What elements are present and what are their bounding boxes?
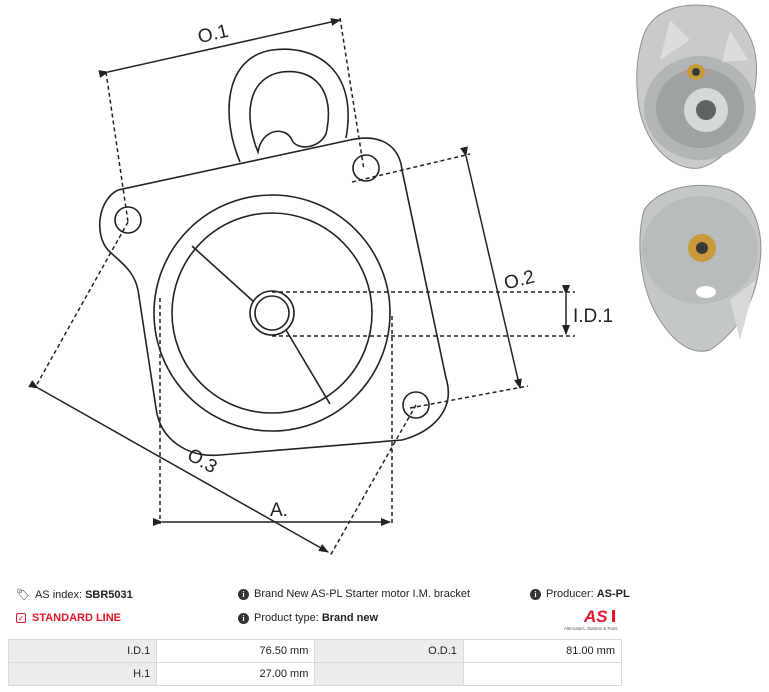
product-photos: [636, 4, 762, 352]
label-od2: O.2: [502, 267, 537, 295]
producer: i Producer: AS-PL: [530, 588, 630, 600]
standard-line: ✓ STANDARD LINE: [16, 612, 121, 624]
tag-icon: 🏷: [16, 589, 30, 601]
outer-ring: [153, 194, 391, 432]
spec-key: [314, 662, 464, 686]
spec-value: 81.00 mm: [462, 639, 623, 663]
label-od1: O.1: [196, 21, 231, 48]
product-type-value: Brand new: [321, 612, 379, 624]
spec-table: I.D.1 76.50 mm O.D.1 81.00 mm H.1 27.00 …: [7, 639, 623, 686]
producer-label: Producer:: [546, 588, 594, 600]
inner-ring: [171, 212, 373, 414]
hole-left: [114, 206, 142, 234]
top-loop-outer: [228, 48, 349, 163]
bore-inner: [254, 295, 290, 331]
as-index: 🏷 AS index: SBR5031: [16, 588, 133, 602]
svg-text:AS: AS: [583, 607, 608, 626]
spec-key: H.1: [7, 662, 158, 686]
product-type: i Product type: Brand new: [238, 612, 378, 624]
checkbox-icon: ✓: [16, 613, 26, 623]
hole-top-right: [352, 154, 380, 182]
label-a: A.: [270, 500, 288, 521]
label-id1: I.D.1: [573, 306, 613, 327]
product-type-label: Product type:: [254, 612, 319, 624]
svg-text:Alternators, Starters & Parts: Alternators, Starters & Parts: [564, 626, 618, 631]
as-index-value: SBR5031: [85, 588, 133, 601]
hole-bottom-right: [402, 391, 430, 419]
info-icon: i: [238, 588, 249, 600]
bore-outer: [249, 290, 295, 336]
table-row: I.D.1 76.50 mm O.D.1 81.00 mm: [7, 639, 623, 663]
as-logo: AS Alternators, Starters & Parts: [564, 607, 618, 631]
product-photo-bottom: [639, 184, 762, 352]
info-icon: i: [238, 612, 249, 624]
top-loop-inner: [249, 70, 330, 155]
description-text: Brand New AS-PL Starter motor I.M. brack…: [254, 588, 471, 600]
as-index-label: AS index:: [34, 588, 83, 601]
spec-key: I.D.1: [7, 639, 158, 663]
product-photo-top: [636, 4, 758, 169]
spec-value: 76.50 mm: [156, 639, 316, 663]
spec-value: 27.00 mm: [156, 662, 316, 686]
table-row: H.1 27.00 mm: [7, 662, 623, 686]
spec-value: [462, 662, 623, 686]
spec-key: O.D.1: [314, 639, 464, 663]
info-icon: i: [530, 588, 541, 600]
dim-od1-line: [98, 18, 341, 78]
standard-line-label: STANDARD LINE: [32, 612, 122, 624]
technical-drawing: O.1 O.2 O.3 I.D.1 A.: [28, 17, 613, 557]
producer-value: AS-PL: [596, 588, 630, 600]
dim-od2-line: [460, 146, 522, 389]
product-description: i Brand New AS-PL Starter motor I.M. bra…: [238, 588, 470, 600]
